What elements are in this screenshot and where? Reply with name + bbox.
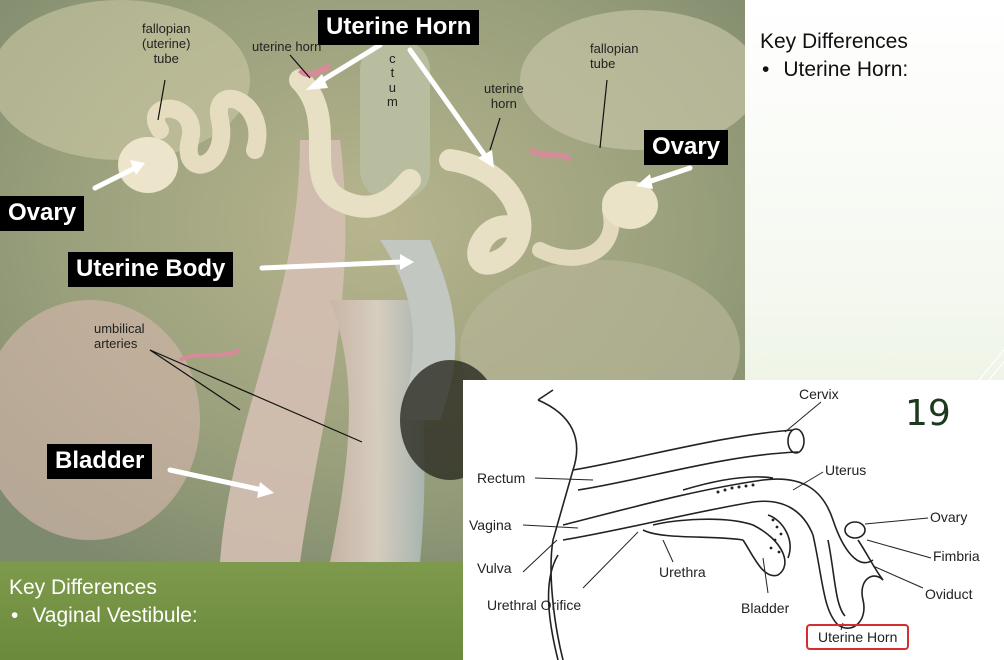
rectum-vertical-label: c t u m (387, 51, 398, 109)
diagram-rectum-label: Rectum (477, 470, 526, 486)
bottom-bullet-text: Vaginal Vestibule: (32, 604, 198, 628)
umbilical-arteries-label: umbilical arteries (94, 321, 145, 351)
diagram-vagina-label: Vagina (469, 517, 512, 533)
diagram-bladder-label: Bladder (741, 600, 790, 616)
diagram-cervix-label: Cervix (799, 386, 839, 402)
diagram-ovary-label: Ovary (930, 509, 968, 525)
diagram-uterine-horn-highlight: Uterine Horn (806, 624, 910, 650)
side-bullet-text: Uterine Horn: (783, 58, 909, 82)
fallopian-tube-left-label: fallopian (uterine) tube (142, 21, 191, 66)
anatomy-diagram: Cervix Rectum Uterus Ovary Vagina Fimbri… (463, 380, 1004, 660)
uterine-horn-label: Uterine Horn (318, 10, 480, 45)
bladder-label: Bladder (47, 444, 153, 479)
fallopian-tube-right-label: fallopian tube (590, 41, 639, 71)
ovary-left-label: Ovary (0, 196, 85, 231)
bullet-glyph: • (11, 604, 19, 628)
bottom-key-differences: Key Differences • Vaginal Vestibule: (9, 574, 449, 631)
uterine-horn-small-right-label: uterine horn (484, 81, 524, 111)
side-key-differences: Key Differences • Uterine Horn: (760, 28, 990, 85)
bottom-bullet-item: • Vaginal Vestibule: (9, 602, 449, 630)
diagram-oviduct-label: Oviduct (925, 586, 973, 602)
side-title: Key Differences (760, 30, 908, 53)
bottom-title: Key Differences (9, 576, 157, 599)
ovary-right-label: Ovary (644, 130, 729, 165)
bottom-green-band (0, 560, 470, 660)
slide-number: 19 (905, 393, 951, 434)
bullet-glyph: • (762, 58, 770, 82)
diagram-uterus-label: Uterus (825, 462, 867, 478)
diagram-vulva-label: Vulva (477, 560, 512, 576)
side-bullet-item: • Uterine Horn: (760, 56, 990, 84)
diagram-urethra-label: Urethra (659, 564, 706, 580)
diagram-fimbria-label: Fimbria (933, 548, 980, 564)
uterine-body-label: Uterine Body (68, 252, 234, 287)
diagram-urethral-orifice-label: Urethral Orifice (487, 597, 582, 613)
uterine-horn-small-left-label: uterine horn (252, 39, 322, 54)
